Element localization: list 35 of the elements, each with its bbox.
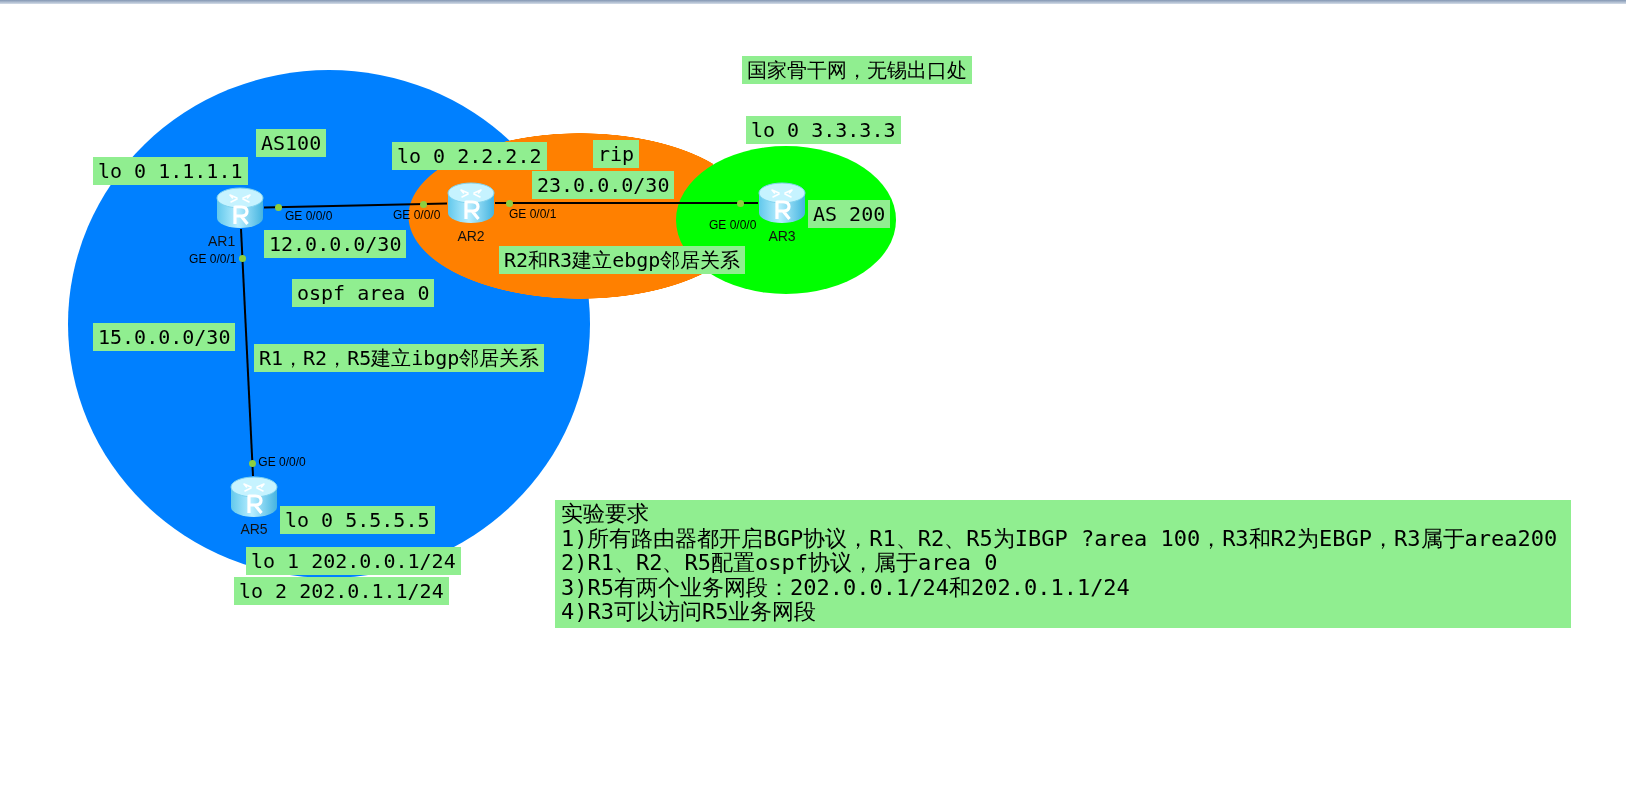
router-label: AR1 xyxy=(208,233,236,249)
requirements-panel xyxy=(555,500,1571,628)
router-icon xyxy=(447,182,495,224)
address-label: lo 0 3.3.3.3 xyxy=(746,116,901,144)
requirement-item: 4)R3可以访问R5业务网段 xyxy=(561,600,817,625)
note-label: R2和R3建立ebgp邻居关系 xyxy=(499,246,746,274)
subnet-label: 15.0.0.0/30 xyxy=(93,323,236,351)
port-label: GE 0/0/0 xyxy=(709,219,757,232)
port-label: GE 0/0/0 xyxy=(285,210,333,224)
router-icon xyxy=(758,182,806,224)
as-label: AS 200 xyxy=(808,200,891,228)
network-link xyxy=(494,202,759,204)
port-label: GE 0/0/1 xyxy=(509,208,557,221)
note-label: R1，R2，R5建立ibgp邻居关系 xyxy=(254,344,545,372)
protocol-label: rip xyxy=(593,140,640,168)
address-label: lo 2 202.0.1.1/24 xyxy=(234,577,449,605)
router-icon xyxy=(216,187,264,229)
protocol-label: ospf area 0 xyxy=(292,279,435,307)
requirement-item: 2)R1、R2、R5配置ospf协议，属于area 0 xyxy=(561,551,998,576)
address-label: lo 0 5.5.5.5 xyxy=(280,506,435,534)
note-label: 国家骨干网，无锡出口处 xyxy=(742,56,972,84)
requirement-item: 3)R5有两个业务网段：202.0.0.1/24和202.0.1.1/24 xyxy=(561,575,1130,600)
as-label: AS100 xyxy=(256,129,327,157)
router-label: AR2 xyxy=(457,228,485,244)
router-label: AR3 xyxy=(768,228,796,244)
network-link xyxy=(240,228,254,477)
port-label: GE 0/0/0 xyxy=(258,456,306,469)
router-icon xyxy=(230,476,278,518)
subnet-label: 12.0.0.0/30 xyxy=(264,230,407,258)
requirements-heading: 实验要求 xyxy=(561,502,649,527)
router-label: AR5 xyxy=(240,521,268,537)
network-link xyxy=(263,202,448,209)
port-label: GE 0/0/1 xyxy=(189,252,237,266)
requirement-item: 1)所有路由器都开启BGP协议，R1、R2、R5为IBGP ?area 100，R3和R2为EBGP，R3属于area200 xyxy=(561,526,1558,551)
subnet-label: 23.0.0.0/30 xyxy=(532,171,675,199)
